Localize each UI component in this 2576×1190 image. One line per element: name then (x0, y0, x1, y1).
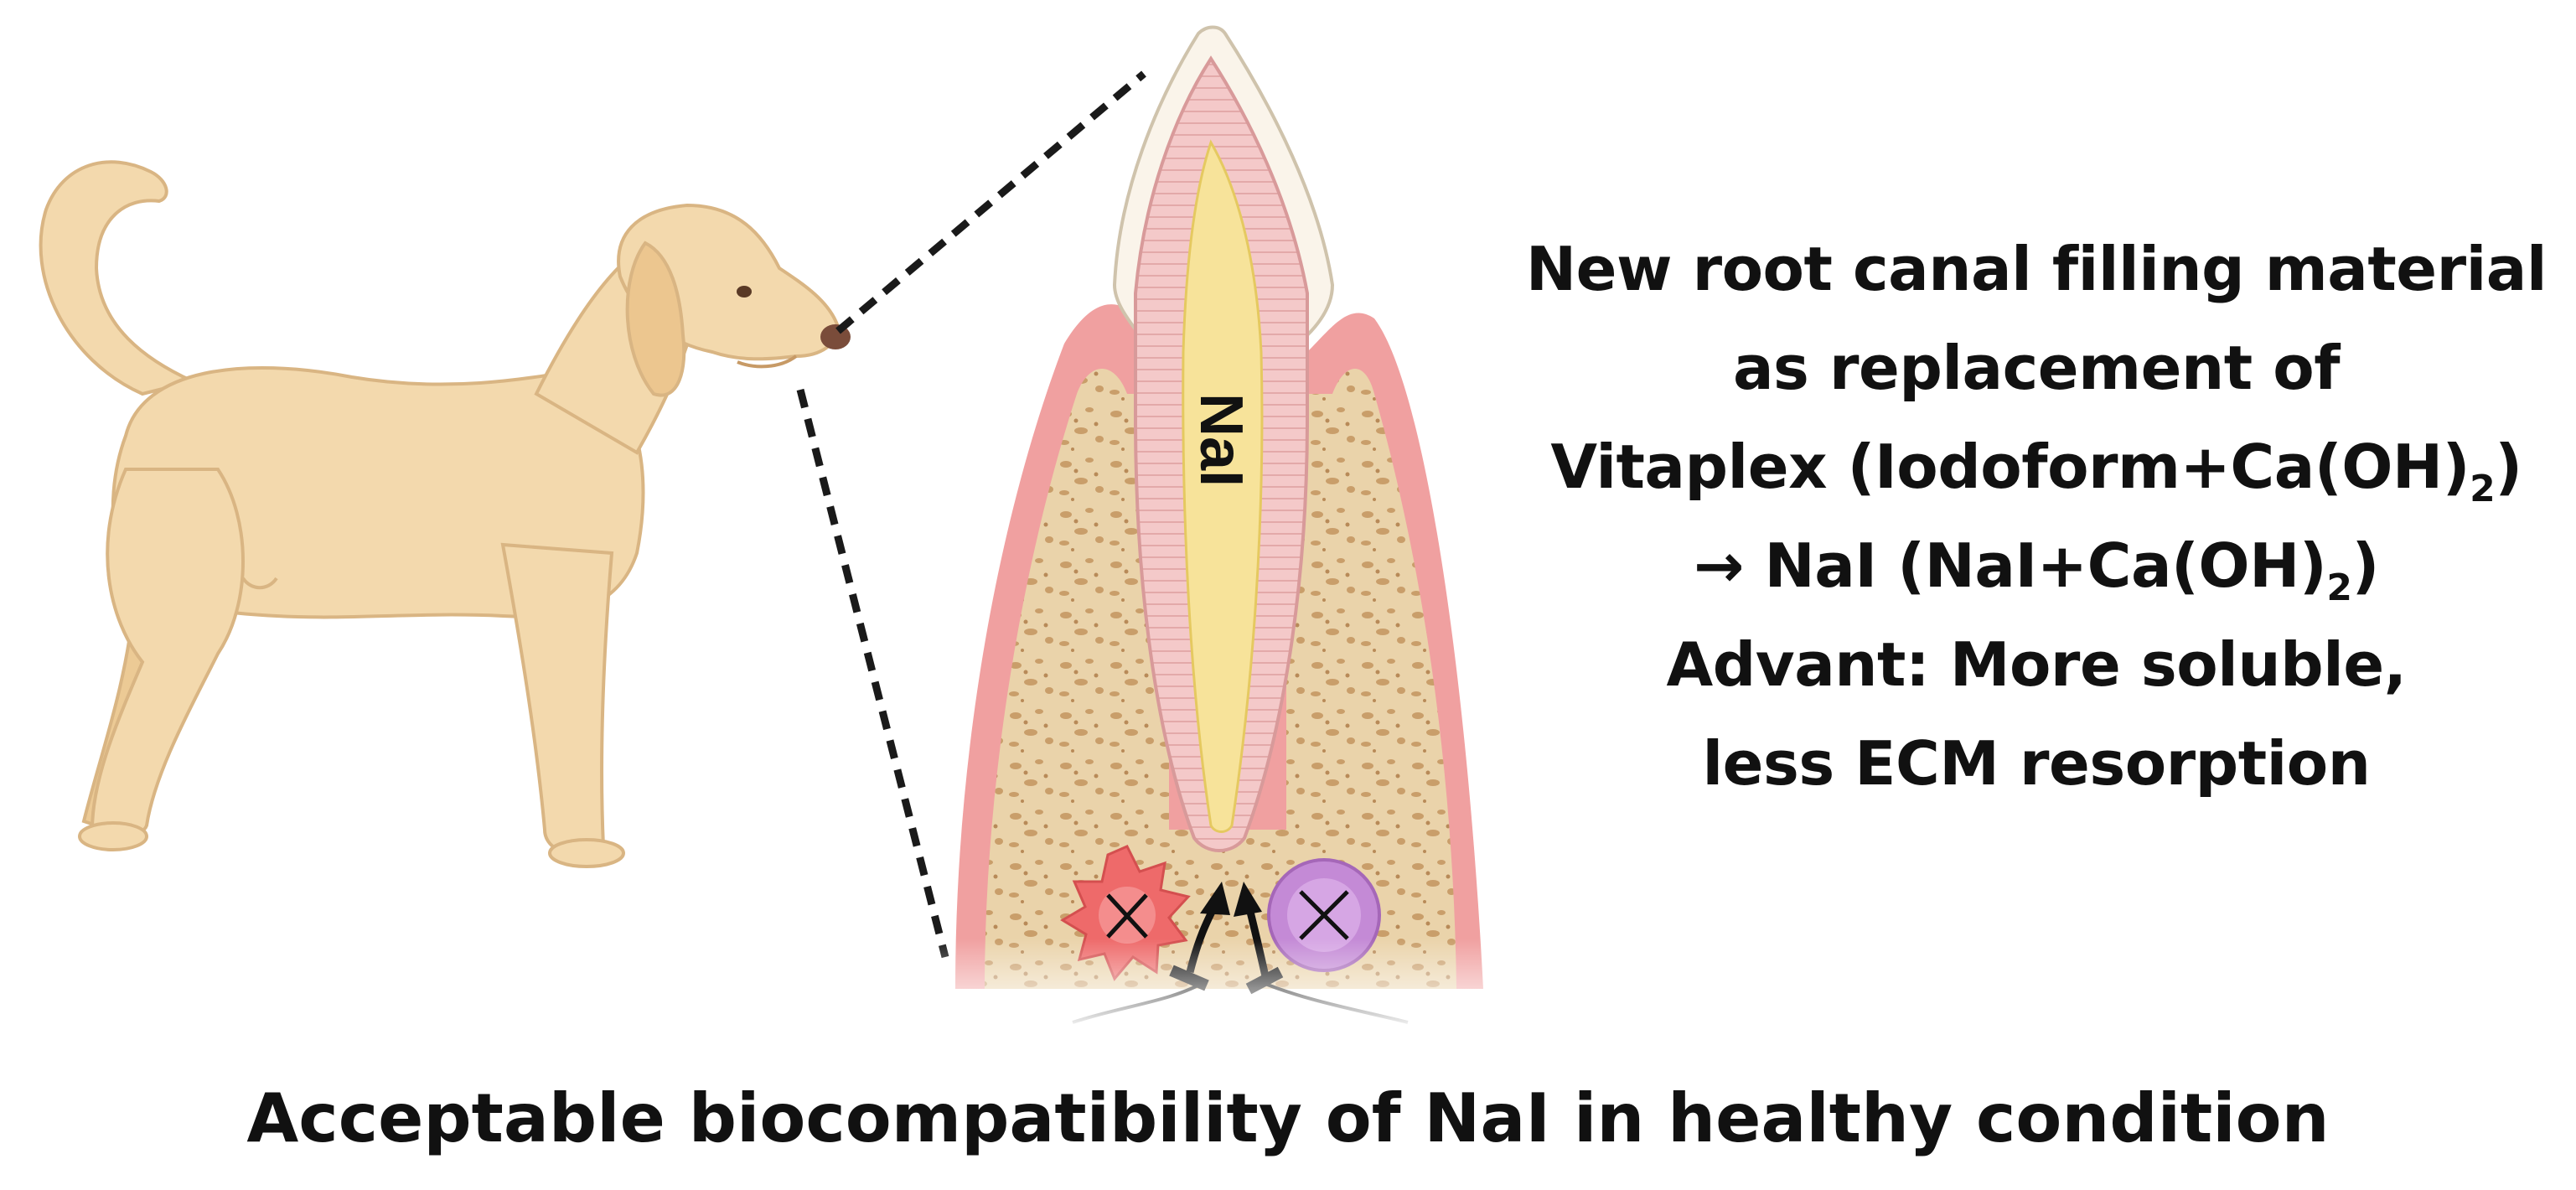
description-line-4-main: → NaI (NaI+Ca(OH) (1694, 530, 2327, 601)
tooth-illustration: NaI (939, 25, 1508, 1031)
description-line-6: less ECM resorption (1702, 728, 2371, 799)
description-line-3-sub: 2 (2470, 468, 2496, 510)
description-line-4-sub: 2 (2326, 567, 2352, 609)
description-line-3-main: Vitaplex (Iodoform+Ca(OH) (1550, 432, 2470, 502)
description-text-block: New root canal filling material as repla… (1492, 220, 2576, 813)
zoom-line-bottom (796, 388, 949, 959)
description-line-3: Vitaplex (Iodoform+Ca(OH)2) (1492, 417, 2576, 516)
description-line-4-end: ) (2351, 530, 2379, 601)
description-line-1: New root canal filling material (1525, 234, 2548, 304)
description-line-3-end: ) (2495, 432, 2522, 502)
description-line-4: → NaI (NaI+Ca(OH)2) (1492, 516, 2576, 615)
description-line-2: as replacement of (1732, 333, 2341, 403)
tooth-label-nai: NaI (1187, 393, 1254, 487)
description-line-5: Advant: More soluble, (1666, 629, 2408, 700)
figure-caption: Acceptable biocompatibility of NaI in he… (246, 1079, 2330, 1157)
dog-illustration (39, 160, 851, 868)
zoom-line-top (835, 70, 1146, 334)
